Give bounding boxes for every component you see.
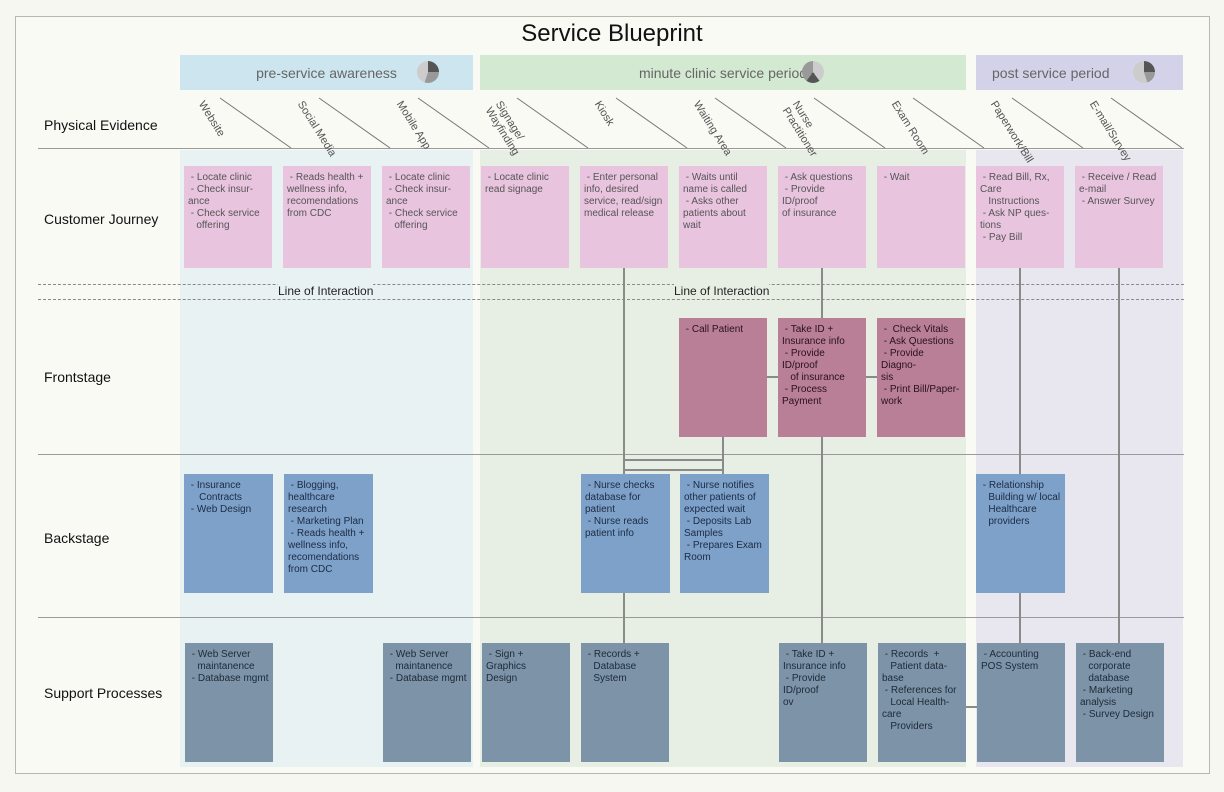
customer-journey-card: - Reads health + wellness info, recomend… [283,166,371,268]
phase-clinic: minute clinic service period [480,55,966,90]
page-title: Service Blueprint [521,20,703,47]
customer-journey-card: - Receive / Read e-mail - Answer Survey [1075,166,1163,268]
evidence-column-header: Mobile App [378,97,490,152]
diagonal-divider [1110,97,1183,149]
evidence-column-header: Waiting Area [675,97,787,158]
phase-post-service: post service period [976,55,1183,90]
pie-chart-icon [417,61,439,83]
row-label-backstage: Backstage [44,530,110,546]
customer-journey-card: - Locate clinic read signage [481,166,569,268]
phase-pre-service: pre-service awareness [180,55,473,90]
connector-line [623,459,724,461]
connector-line [766,376,780,378]
evidence-column-header: Paperwork/Bill [972,97,1084,165]
connector-line [966,706,978,708]
phase-label: pre-service awareness [256,64,397,81]
connector-line [623,469,724,471]
evidence-column-header: Social Media [279,97,391,159]
line-of-internal-interaction [38,617,1184,618]
diagonal-divider [813,97,886,149]
backstage-card: - Blogging, healthcare research - Market… [284,474,373,593]
connector-line [722,437,724,475]
backstage-card: - Nurse checks database for patient - Nu… [581,474,670,593]
diagonal-divider [615,97,688,149]
customer-journey-card: - Locate clinic - Check insur- ance - Ch… [184,166,272,268]
connector-line [1118,268,1120,644]
support-process-card: - Accounting POS System [977,643,1065,762]
connector-line [821,268,823,644]
line-of-visibility [38,454,1184,455]
phase-label: post service period [992,64,1110,81]
row-label-physical-evidence: Physical Evidence [44,117,158,133]
evidence-column-header: Exam Room [873,97,985,157]
evidence-column-header: Kiosk [576,97,688,149]
pie-chart-icon [802,61,824,83]
diagonal-divider [714,97,787,149]
support-process-card: - Records + Patient data- base - Referen… [878,643,966,762]
connector-line [865,376,879,378]
customer-journey-card: - Read Bill, Rx, Care Instructions - Ask… [976,166,1064,268]
frontstage-card: - Call Patient [679,318,767,437]
line-of-interaction-label: Line of Interaction [278,284,374,298]
pie-chart-icon [1133,61,1155,83]
phase-label: minute clinic service period [638,64,808,81]
frontstage-card: - Take ID + Insurance info - Provide ID/… [778,318,866,437]
line-of-interaction-dashed [38,299,1184,300]
support-process-card: - Take ID + Insurance info - Provide ID/… [779,643,867,762]
diagonal-divider [417,97,490,149]
evidence-column-header: Signage/ Wayfinding [477,97,589,158]
row-divider [38,148,1184,149]
support-process-card: - Records + Database System [581,643,669,762]
evidence-column-header: Nurse Practitioner [774,97,886,159]
diagonal-divider [219,97,292,149]
diagonal-divider [912,97,985,149]
backstage-card: - Nurse notifies other patients of expec… [680,474,769,593]
customer-journey-card: - Wait [877,166,965,268]
customer-journey-card: - Ask questions - Provide ID/proof of in… [778,166,866,268]
line-of-interaction-dashed [38,284,1184,285]
frontstage-card: - Check Vitals - Ask Questions - Provide… [877,318,965,437]
diagonal-divider [318,97,391,149]
support-process-card: - Sign + Graphics Design [482,643,570,762]
support-process-card: - Back-end corporate database - Marketin… [1076,643,1164,762]
connector-line [1019,268,1021,644]
diagonal-divider [1011,97,1084,149]
line-of-interaction-label: Line of Interaction [674,284,770,298]
row-label-frontstage: Frontstage [44,369,111,385]
row-label-customer-journey: Customer Journey [44,211,159,227]
customer-journey-card: - Locate clinic - Check insur- ance - Ch… [382,166,470,268]
evidence-column-header: E-mail/Survey [1071,97,1183,163]
customer-journey-card: - Waits until name is called - Asks othe… [679,166,767,268]
row-label-support-processes: Support Processes [44,685,163,701]
diagonal-divider [516,97,589,149]
backstage-card: - Insurance Contracts - Web Design [184,474,273,593]
evidence-column-header: Website [180,97,292,149]
backstage-card: - Relationship Building w/ local Healthc… [976,474,1065,593]
support-process-card: - Web Server maintanence - Database mgmt [185,643,273,762]
customer-journey-card: - Enter personal info, desired service, … [580,166,668,268]
connector-line [623,268,625,644]
support-process-card: - Web Server maintanence - Database mgmt [383,643,471,762]
